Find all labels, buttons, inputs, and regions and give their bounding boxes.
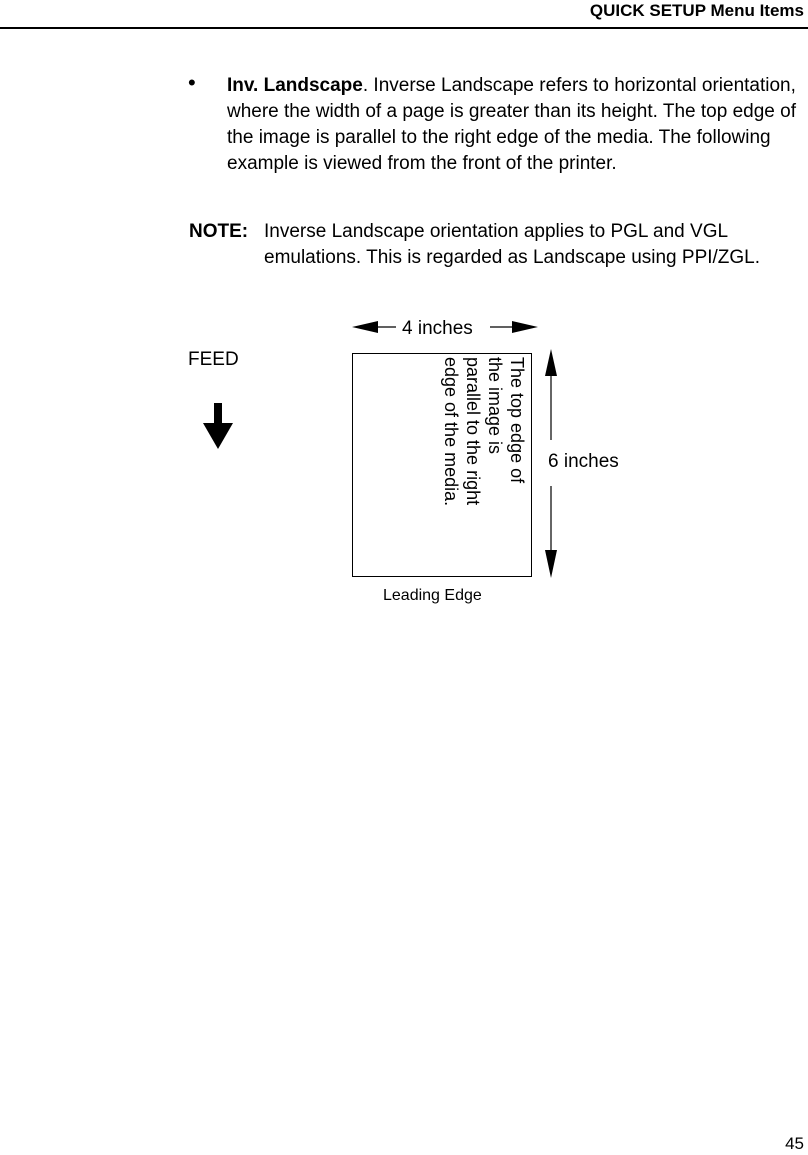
image-text-line: edge of the media. [441, 357, 461, 507]
page-number: 45 [785, 1134, 804, 1153]
feed-arrow-icon [203, 403, 233, 449]
media-page-box [352, 353, 532, 577]
feed-label: FEED [188, 349, 239, 370]
height-label: 6 inches [548, 451, 619, 472]
orientation-diagram [203, 321, 557, 578]
bullet-marker: • [188, 70, 196, 95]
image-text-line: parallel to the right [463, 357, 483, 506]
image-text-line: The top edge of [507, 357, 527, 484]
leading-edge-label: Leading Edge [383, 587, 482, 604]
header-rule [0, 27, 808, 29]
bullet-text: . Inverse Landscape refers to horizontal… [227, 75, 796, 174]
bullet-paragraph: Inv. Landscape. Inverse Landscape refers… [227, 73, 807, 177]
height-dimension-arrow [545, 349, 557, 578]
width-label: 4 inches [402, 318, 473, 339]
note-label: NOTE: [189, 221, 249, 242]
width-dimension-arrow [352, 321, 538, 333]
note-text: Inverse Landscape orientation applies to… [264, 221, 761, 268]
image-text-line: the image is [485, 357, 505, 455]
rotated-image-text: The top edge of the image is parallel to… [440, 357, 528, 557]
bullet-term: Inv. Landscape [227, 75, 363, 96]
running-header-title: QUICK SETUP Menu Items [589, 1, 804, 20]
